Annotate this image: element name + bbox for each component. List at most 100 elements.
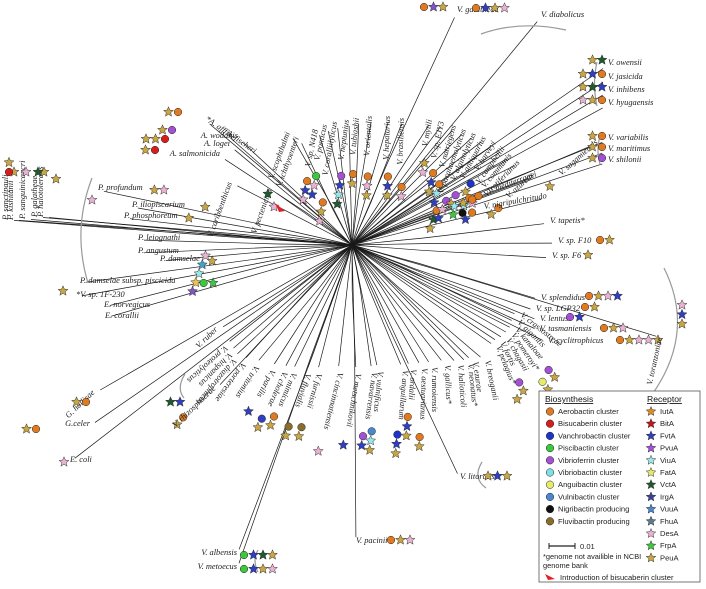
biosynthesis-marker-v-aestuarianus (415, 432, 424, 442)
branch-v-jasicida (351, 82, 604, 246)
legend-receptor-icon-fata (645, 466, 657, 477)
receptor-marker-v-litoralis (492, 470, 503, 481)
receptor-marker-g-celer (21, 423, 32, 434)
biosynthesis-marker-v-orientalis (363, 172, 372, 181)
receptor-marker-p-halotolerans (86, 194, 98, 205)
receptor-marker-v-pacinii (404, 534, 416, 545)
branch-e-coli (74, 244, 353, 459)
taxon-label-v-navarrensis: V. navarrensis (363, 372, 379, 420)
receptor-marker-v-toranzoniae (676, 308, 688, 320)
biosynthesis-marker-v-diabolicus (471, 3, 481, 13)
receptor-marker-v-neptunius (334, 179, 346, 190)
legend-receptor-list: IutABitAFvtAPvuAViuAFatAVctAIrgAVuuAFhuA… (645, 405, 680, 562)
taxon-label-p-damselae-subsp-piscicida: P. damselae subsp. piscicida (79, 276, 175, 285)
legend-swatch-aerobactin-cluster (545, 407, 555, 416)
branch-v-ezurae (351, 244, 469, 359)
legend-receptor-icon-vcta (645, 479, 657, 490)
legend-receptor-icon-irga (645, 491, 657, 502)
legend-swatch-nigribactin-producing (545, 505, 555, 514)
receptor-marker-v-anguillarum (390, 447, 402, 459)
receptor-marker-v-galatheae (437, 1, 449, 12)
receptor-marker-v-anguillarum (391, 438, 403, 449)
receptor-marker-v-rotiferianus (459, 213, 471, 225)
branch-v-litoralis (351, 244, 458, 474)
taxon-label-v-hyugaensis: V. hyugaensis (608, 98, 653, 107)
receptor-marker-p-damselae-subsp-piscicida (207, 277, 219, 288)
taxon-label-v-aestuarianus: V. aestuarianus (418, 368, 429, 420)
biosynthesis-marker-v-lentus (565, 312, 575, 322)
legend-receptor-fata: FatA (660, 468, 677, 477)
branch-v-halioticoli (351, 244, 455, 361)
branch-a-wodanis (242, 141, 353, 246)
branch-v-parahaemolyticus (351, 134, 463, 246)
receptor-marker-p-profundum (158, 184, 170, 195)
biosynthesis-marker-v-tubiashii (349, 170, 358, 179)
taxon-label-g-hollisae: G. hollisae (64, 388, 97, 420)
receptor-marker-p-leiognathi (50, 173, 62, 184)
legend-item-anguibactin-cluster: Anguibactin cluster (558, 480, 623, 489)
legend-receptor-irga: IrgA (660, 492, 675, 501)
receptor-marker-v-ponticus (308, 179, 320, 191)
branch-v-mimicus (294, 244, 353, 367)
branch-v-gigantis (351, 244, 512, 321)
taxon-label-v-inhibens: V. inhibens (608, 85, 645, 94)
receptor-marker-v-alginolyticus (433, 212, 444, 223)
taxon-label-a-logei: A. logei (203, 139, 231, 148)
taxon-label-v-maritimus: V. maritimus (608, 144, 650, 153)
legend-swatch-piscibactin-cluster (545, 444, 555, 453)
branch-v-pectenicida (276, 193, 353, 246)
bisucaberin-introduction-marker (275, 203, 285, 212)
biosynthesis-marker-v-tasmaniensis (599, 323, 609, 333)
legend-item-vibriobactin-cluster: Vibriobactin cluster (558, 468, 622, 477)
receptor-marker-v-natriegens (428, 196, 440, 208)
receptor-marker-v-sp-ejy3 (423, 185, 435, 197)
receptor-marker-v-neptunius (333, 188, 345, 200)
receptor-marker-v-shilonii (587, 152, 598, 163)
receptor-marker-v-splendidus (593, 290, 604, 301)
branch-v-metoecus (238, 244, 353, 564)
receptor-marker-e-coli (58, 456, 70, 467)
receptor-marker-v-orientalis (360, 189, 372, 201)
receptor-marker-v-owensii (596, 54, 608, 65)
biosynthesis-marker-v-ordalii (403, 412, 412, 421)
receptor-marker-a-wodanis (150, 133, 161, 144)
taxon-label-v-owensii: V. owensii (608, 58, 642, 67)
taxon-label-p-galatheae: P. galatheae (30, 175, 39, 218)
taxon-label-v-sp-1f-230: *V. sp. 1F-230 (76, 290, 126, 299)
taxon-label-v-cyclitrophicus: V. cyclitrophicus (548, 336, 603, 345)
taxon-label-v-metschnikovii: V. metschnikovii (344, 373, 362, 429)
legend-receptor-fhua: FhuA (660, 517, 679, 526)
taxon-label-p-damselae: P. damselae (159, 254, 200, 263)
legend-receptor-title: Receptor (647, 394, 682, 404)
taxon-label-g-celer: G.celer (65, 419, 91, 428)
receptor-marker-v-hepatarius (382, 180, 394, 191)
legend-item-fluvibactin-producing: Fluvibactin producing (558, 517, 630, 526)
branch-v-gallicus (351, 244, 442, 361)
legend-receptor-icon-viua (645, 454, 657, 465)
receptor-marker-v-vulnificus (364, 444, 376, 455)
taxon-label-p-halotolerans: P. halotolerans (36, 166, 45, 218)
receptor-marker-v-rhizosphaerae (165, 396, 176, 407)
scale-bar-label: 0.01 (580, 542, 595, 551)
branch-v-chagasii (351, 244, 502, 338)
taxon-label-e-coli: E. coli (69, 455, 93, 464)
receptor-marker-a-wodanis (140, 133, 152, 144)
receptor-marker-v-sp-ejy3 (425, 176, 437, 188)
receptor-marker-v-jasicida (587, 68, 598, 79)
biosynthesis-marker-v-jasicida (597, 69, 607, 79)
receptor-marker-v-diabolicus (480, 2, 491, 13)
biosynthesis-marker-a-wodanis (160, 134, 170, 144)
taxon-label-v-metoecus: V. metoecus (198, 562, 237, 571)
receptor-marker-v-cholerae (252, 421, 264, 433)
legend-intro-label: Introduction of bisucaberin cluster (560, 573, 674, 582)
biosynthesis-marker-v-ponticus (312, 172, 321, 181)
legend-swatch-vibrioferrin-cluster (545, 456, 555, 465)
receptor-marker-a-fischeri (163, 106, 174, 117)
taxon-label-v-halioticoli: V. halioticoli (456, 365, 468, 409)
receptor-marker-v-lentus (574, 311, 585, 322)
biosynthesis-marker-v-vulnificus (367, 427, 376, 436)
receptor-marker-v-caribbenthicus (193, 267, 205, 279)
receptor-marker-v-mimicus (264, 419, 276, 430)
receptor-marker-g-hollisae (71, 396, 82, 407)
legend-item-nigribactin-producing: Nigribactin producing (558, 505, 629, 514)
